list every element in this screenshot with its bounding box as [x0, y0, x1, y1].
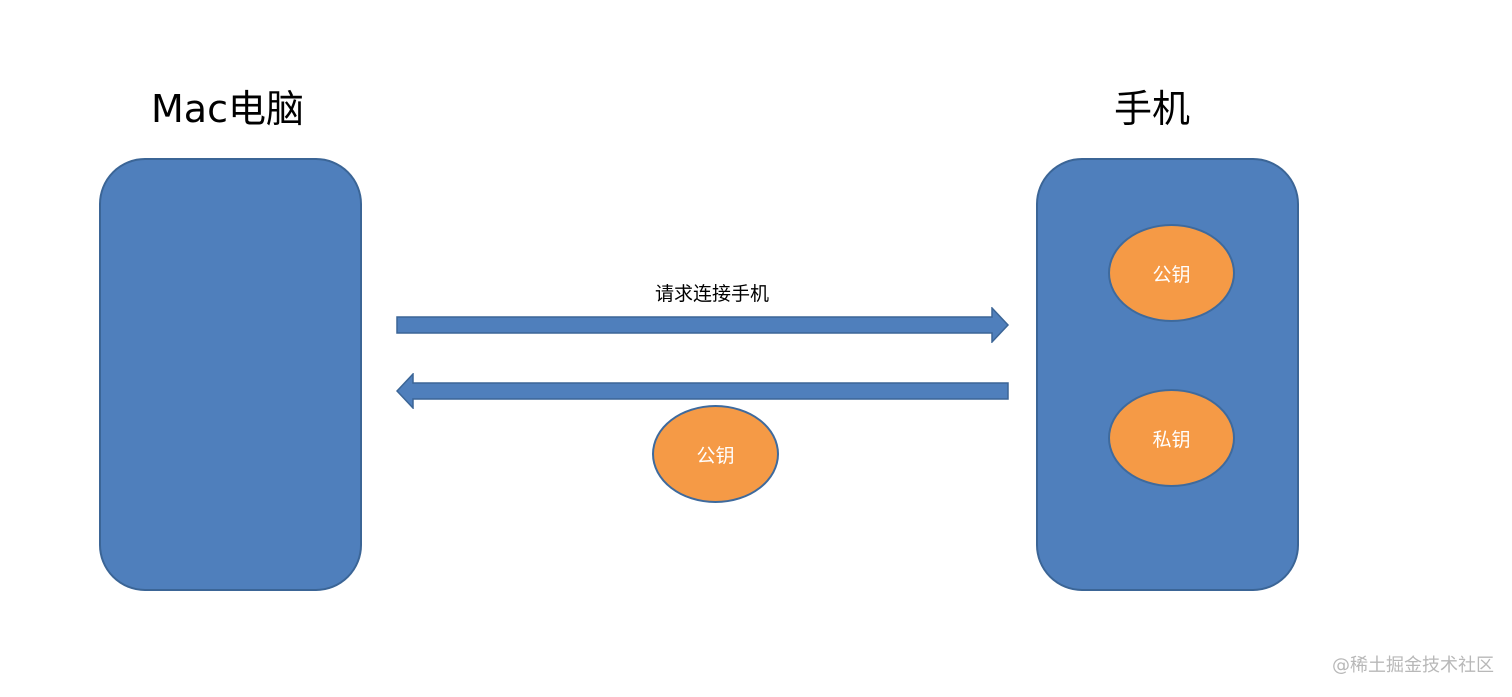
phone-public-key-label: 公钥: [1152, 263, 1191, 286]
mac-title: Mac电脑: [151, 87, 304, 131]
phone-private-key: 私钥: [1108, 389, 1235, 487]
public-key-return-arrow: [396, 373, 1009, 409]
watermark: @稀土掘金技术社区: [1332, 655, 1494, 676]
phone-private-key-label: 私钥: [1152, 428, 1191, 451]
phone-device-box: [1036, 158, 1299, 591]
request-arrow: [396, 307, 1010, 343]
transferred-public-key-label: 公钥: [696, 444, 735, 467]
phone-title: 手机: [1114, 87, 1191, 131]
transferred-public-key: 公钥: [652, 405, 779, 503]
request-connection-label: 请求连接手机: [655, 283, 770, 305]
mac-device-box: [99, 158, 362, 591]
phone-public-key: 公钥: [1108, 224, 1235, 322]
